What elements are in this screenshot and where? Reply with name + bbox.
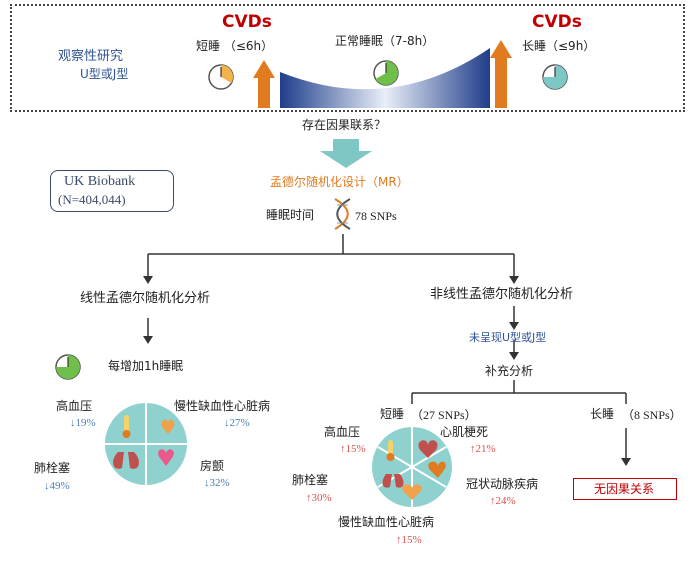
supplementary-label: 补充分析	[485, 364, 534, 378]
mr-design-title: 孟德尔随机化设计（MR）	[270, 175, 409, 189]
no-causal-label: 无因果关系	[594, 482, 655, 496]
no-causal-box	[573, 478, 677, 500]
linear-disease-value: ↓27%	[224, 417, 250, 429]
observational-label: 观察性研究	[58, 49, 124, 64]
nonlinear-disease-value: ↑24%	[490, 495, 516, 507]
teal-down-arrow	[320, 139, 372, 168]
cvds-label-right: CVDs	[532, 12, 582, 32]
observational-shape-label: U型或J型	[80, 67, 129, 81]
nonlinear-disease-value: ↑30%	[306, 492, 332, 504]
uk-biobank-sample: (N=404,044)	[58, 192, 126, 207]
normal-sleep-label: 正常睡眠（7-8h）	[335, 34, 435, 48]
nonlinear-disease-value: ↑15%	[396, 534, 422, 546]
u-curve-shape	[280, 48, 490, 108]
linear-disease-name: 房颤	[200, 459, 225, 473]
right-up-arrow	[490, 40, 512, 108]
linear-disease-name: 高血压	[56, 399, 93, 413]
linear-disease-circle	[105, 403, 187, 485]
left-up-arrow	[253, 60, 275, 108]
nonlinear-disease-value: ↑21%	[470, 443, 496, 455]
cvds-label-left: CVDs	[222, 12, 272, 32]
nonlinear-disease-circle	[372, 427, 452, 507]
clock-increase-icon	[55, 354, 81, 380]
short-sleep-branch-label: 短睡	[380, 407, 405, 421]
no-shape-label: 未呈现U型或J型	[469, 331, 547, 344]
nonlinear-disease-name: 高血压	[324, 425, 361, 439]
snp-count: 78 SNPs	[355, 209, 397, 223]
nonlinear-disease-name: 心肌梗死	[440, 425, 489, 439]
dna-icon	[334, 198, 351, 230]
long-sleep-snps: （8 SNPs）	[622, 408, 682, 422]
exposure-label: 睡眠时间	[266, 208, 315, 222]
causal-question: 存在因果联系？	[302, 118, 387, 132]
linear-mr-title: 线性孟德尔随机化分析	[80, 291, 211, 306]
nonlinear-disease-value: ↑15%	[340, 443, 366, 455]
linear-disease-name: 慢性缺血性心脏病	[174, 399, 271, 413]
linear-disease-value: ↓32%	[204, 477, 230, 489]
linear-disease-name: 肺栓塞	[34, 461, 71, 475]
linear-disease-value: ↓19%	[70, 417, 96, 429]
uk-biobank-name: UK Biobank	[64, 174, 136, 189]
clock-short-icon	[208, 64, 234, 90]
short-sleep-snps: （27 SNPs）	[411, 408, 477, 422]
long-sleep-label: 长睡（≤9h）	[522, 39, 596, 53]
observational-study-box	[10, 4, 685, 112]
uk-biobank-box	[50, 170, 174, 212]
nonlinear-disease-name: 肺栓塞	[292, 473, 329, 487]
clock-long-icon	[542, 64, 568, 90]
short-sleep-label: 短睡 （≤6h）	[196, 39, 274, 53]
nonlinear-mr-title: 非线性孟德尔随机化分析	[430, 287, 574, 302]
nonlinear-disease-name: 冠状动脉疾病	[466, 477, 539, 491]
linear-disease-value: ↓49%	[44, 480, 70, 492]
nonlinear-disease-name: 慢性缺血性心脏病	[338, 515, 435, 529]
per-hour-label: 每增加1h睡眠	[108, 359, 184, 373]
long-sleep-branch-label: 长睡	[590, 407, 615, 421]
clock-normal-icon	[373, 60, 399, 86]
